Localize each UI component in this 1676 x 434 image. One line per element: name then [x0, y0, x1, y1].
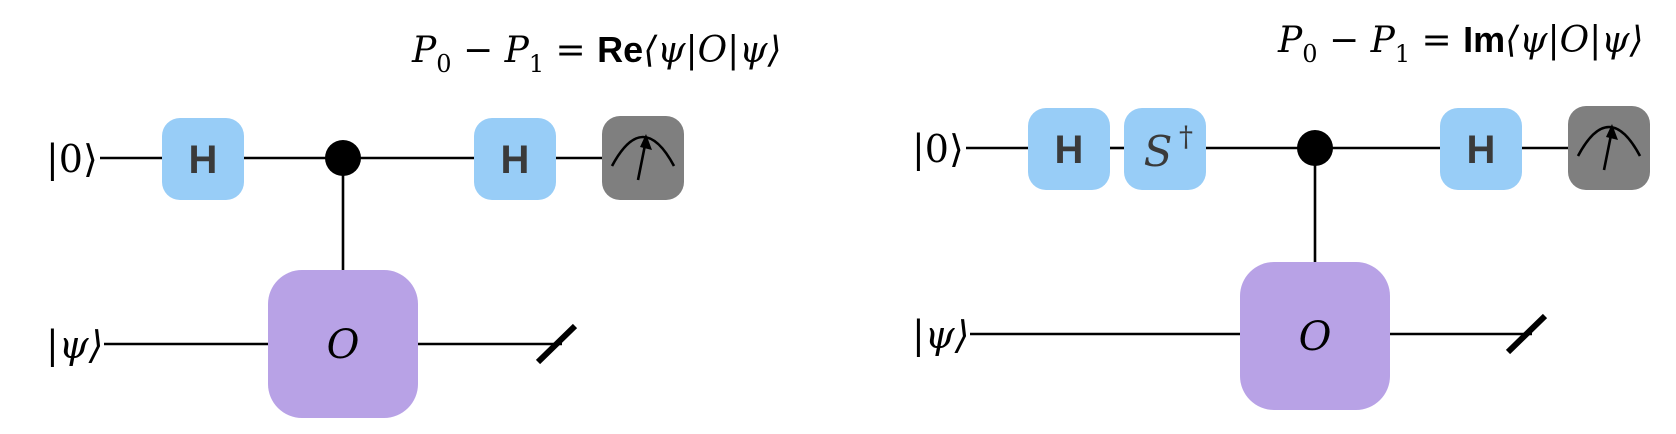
left-oracle-gate: O [268, 270, 418, 418]
left-circuit: P0 − P1 = Re⟨ψ|O|ψ⟩ |0⟩ |ψ⟩ H H [46, 29, 782, 418]
left-system-ket: |ψ⟩ [46, 323, 103, 367]
right-formula-expectation: ⟨ψ|O|ψ⟩ [1505, 20, 1643, 61]
left-h-gate-2: H [474, 118, 556, 200]
svg-text:H: H [1467, 128, 1496, 172]
right-system-ket: |ψ⟩ [912, 313, 969, 357]
svg-text:O: O [1299, 314, 1332, 360]
measurement-meter-icon [602, 116, 684, 200]
left-formula-expectation: ⟨ψ|O|ψ⟩ [643, 30, 781, 71]
svg-text:†: † [1179, 120, 1193, 153]
svg-text:O: O [327, 322, 360, 368]
left-formula-p0: P [411, 30, 437, 71]
control-dot-icon [1297, 130, 1333, 166]
right-formula-part: Im [1463, 19, 1505, 60]
svg-text:H: H [501, 138, 530, 182]
discard-slash-icon [1505, 313, 1548, 355]
control-dot-icon [325, 140, 361, 176]
right-circuit: P0 − P1 = Im⟨ψ|O|ψ⟩ |0⟩ |ψ⟩ H S † H [912, 19, 1650, 410]
measurement-meter-icon [1568, 106, 1650, 190]
right-h-gate-1: H [1028, 108, 1110, 190]
discard-slash-icon [535, 323, 578, 365]
left-h-gate-1: H [162, 118, 244, 200]
left-formula: P0 − P1 = Re⟨ψ|O|ψ⟩ [411, 29, 782, 78]
left-ancilla-ket: |0⟩ [46, 137, 98, 181]
svg-text:H: H [1055, 128, 1084, 172]
right-ancilla-ket: |0⟩ [912, 127, 964, 171]
right-formula: P0 − P1 = Im⟨ψ|O|ψ⟩ [1277, 19, 1644, 68]
right-s-dagger-gate: S † [1124, 108, 1206, 190]
right-h-gate-2: H [1440, 108, 1522, 190]
svg-text:H: H [189, 138, 218, 182]
right-oracle-gate: O [1240, 262, 1390, 410]
svg-text:S: S [1144, 127, 1173, 176]
left-formula-part: Re [597, 29, 643, 70]
